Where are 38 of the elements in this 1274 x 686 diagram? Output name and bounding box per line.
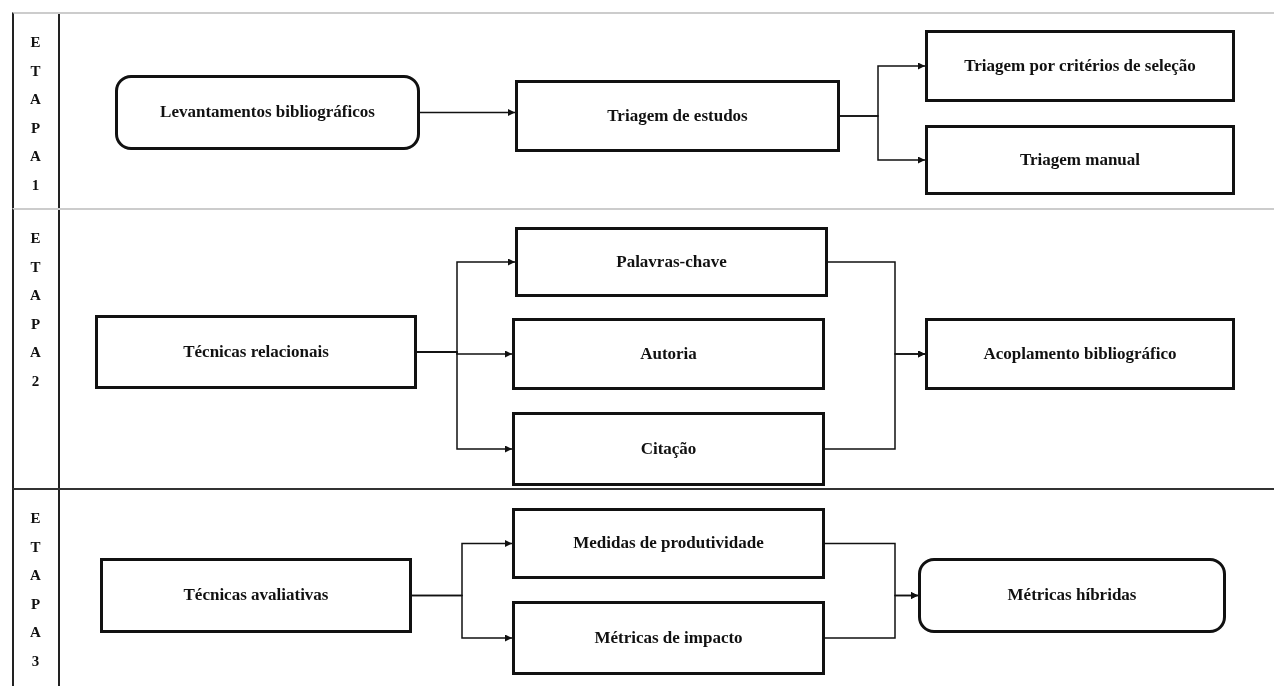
process-box <box>95 315 417 389</box>
process-box <box>512 508 825 579</box>
box-label: Técnicas avaliativas <box>183 584 329 607</box>
box-label: Triagem por critérios de seleção <box>964 54 1196 77</box>
process-box <box>925 30 1235 102</box>
rounded-process-box <box>115 75 420 150</box>
process-box <box>925 318 1235 390</box>
stage-label: ETAPA 3 <box>29 509 42 671</box>
box-label: Triagem manual <box>1019 148 1141 171</box>
swimlane-band <box>12 12 1274 208</box>
arrow <box>416 351 513 453</box>
swimlane-band <box>12 208 1274 488</box>
box-label: Métricas híbridas <box>1007 584 1137 607</box>
process-box <box>512 412 825 486</box>
process-box <box>925 125 1235 195</box>
rounded-process-box <box>918 558 1226 633</box>
swimlane-band <box>12 488 1274 686</box>
box-label: Levantamentos bibliográficos <box>160 101 375 124</box>
box-label: Palavras-chave <box>616 250 727 273</box>
stage-label: ETAPA 2 <box>29 229 42 391</box>
process-box <box>512 601 825 675</box>
box-label: Citação <box>640 437 697 460</box>
stage-label: ETAPA 1 <box>29 33 42 195</box>
arrow <box>419 109 516 116</box>
arrow <box>824 350 926 450</box>
arrow <box>411 594 513 642</box>
arrow <box>824 592 919 639</box>
arrow <box>839 115 926 164</box>
process-box <box>100 558 412 633</box>
process-box <box>515 227 828 297</box>
box-label: Medidas de produtividade <box>573 532 764 555</box>
box-label: Métricas de impacto <box>594 626 743 649</box>
process-box <box>512 318 825 390</box>
box-label: Acoplamento bibliográfico <box>983 342 1177 365</box>
box-label: Autoria <box>640 342 697 365</box>
box-label: Triagem de estudos <box>607 104 748 127</box>
box-label: Técnicas relacionais <box>183 340 329 363</box>
process-box <box>515 80 840 152</box>
